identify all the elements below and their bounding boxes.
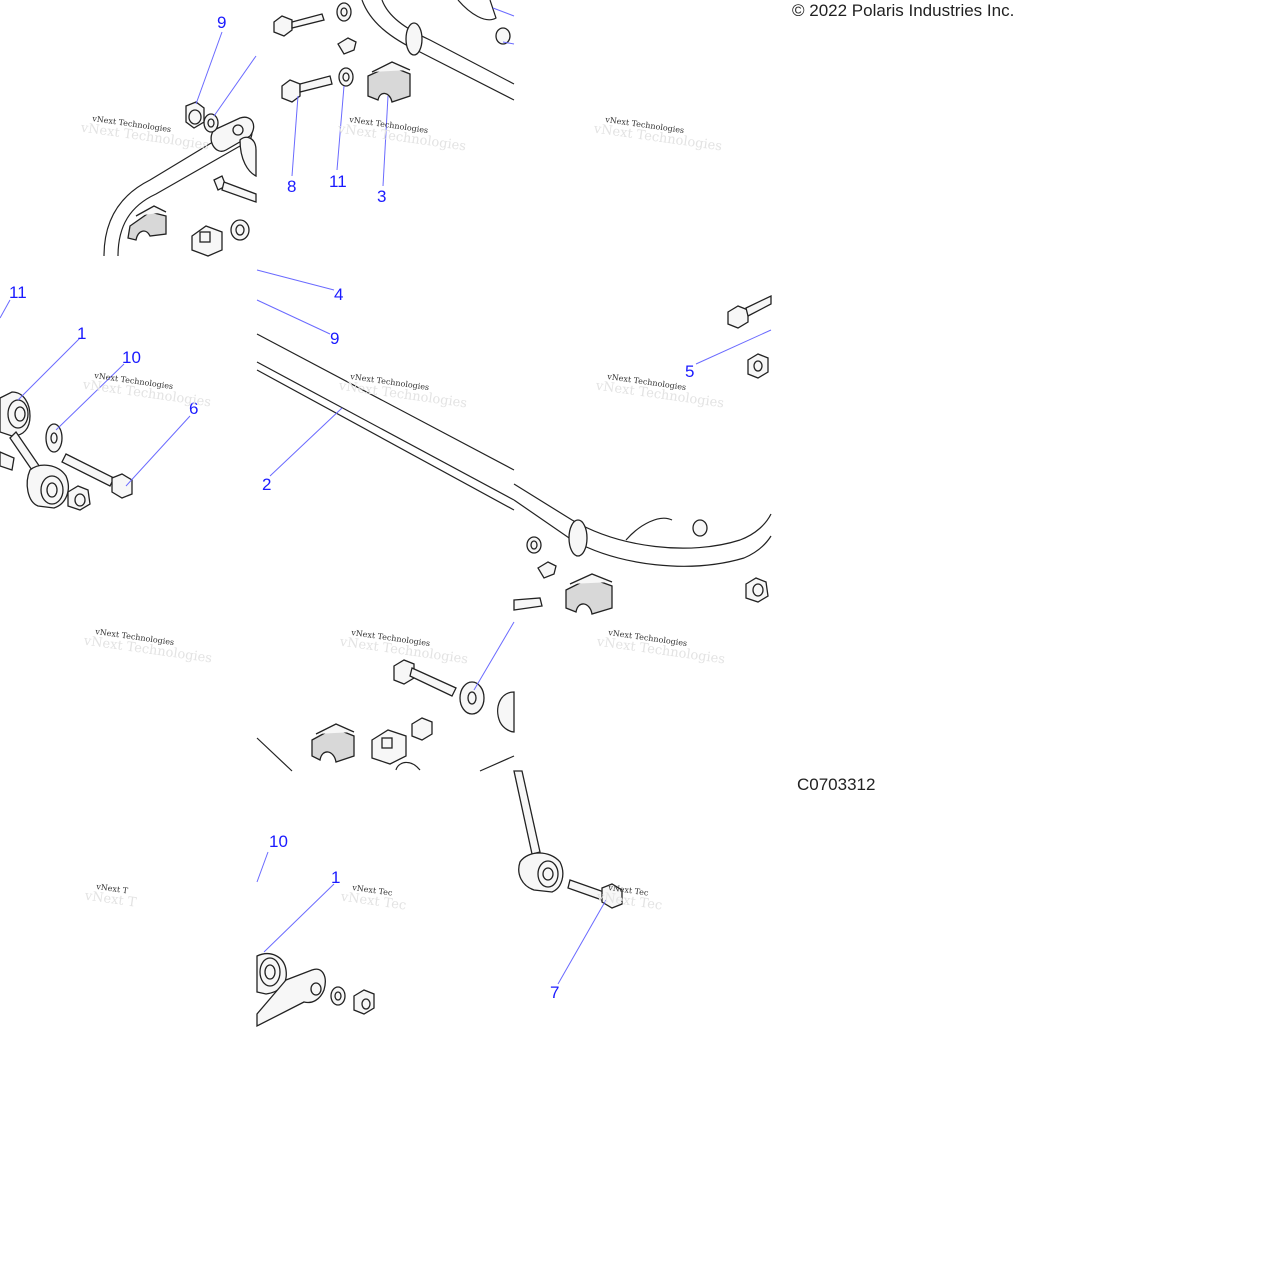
bolt-item-6: [61, 453, 133, 499]
washer-lower-center: [459, 681, 485, 715]
callout-5: 5: [685, 362, 694, 381]
watermarks: vNext Technologies vNext Technologies vN…: [79, 114, 726, 914]
nut-left-mid: [67, 485, 91, 511]
grease-fitting-top: [337, 37, 357, 55]
callout-4: 4: [334, 285, 343, 304]
callout-9-top: 9: [217, 13, 226, 32]
stabilizer-link-item-7: [513, 770, 623, 909]
callout-11-left: 11: [9, 283, 27, 302]
drawing-id: C0703312: [797, 775, 876, 794]
stabilizer-bar-top-right-curve: [361, 0, 515, 101]
arm-lower-center-partial: [497, 691, 515, 733]
copyright-notice: © 2022 Polaris Industries Inc.: [792, 1, 1015, 20]
callout-10-bottom: 10: [269, 832, 288, 851]
callout-9-mid: 9: [330, 329, 339, 348]
callout-8: 8: [287, 177, 296, 196]
callout-11-top: 11: [329, 172, 347, 191]
watermark-ghost: vNext T: [83, 888, 138, 910]
bushing-item-3: [367, 61, 411, 103]
callout-10-left: 10: [122, 348, 141, 367]
callout-2: 2: [262, 475, 271, 494]
bushing-lower-center: [256, 717, 515, 772]
bushing-upper-left: [191, 219, 250, 257]
bolt-item-5: [727, 294, 772, 379]
bolt-item-8: [281, 75, 333, 103]
stabilizer-bar-end-upper-left: [103, 116, 255, 257]
stabilizer-bar-center: [256, 333, 515, 511]
leader-lines: [0, 7, 772, 985]
bolt-upper-left: [213, 175, 257, 203]
stabilizer-link-left: [0, 391, 69, 509]
bolt-lower-center: [393, 659, 457, 697]
callout-6: 6: [189, 399, 198, 418]
washer-top-small: [336, 2, 352, 22]
stabilizer-bar-right-curve: [513, 483, 772, 567]
callout-1-bottom: 1: [331, 868, 340, 887]
parts-artwork: [0, 0, 772, 1028]
washer-item-11-top: [338, 67, 354, 87]
callout-7: 7: [550, 983, 559, 1002]
bushing-clamp-upper-left: [127, 205, 167, 241]
bushing-clamp-lower-center: [311, 723, 355, 763]
nut-upper-left: [185, 101, 205, 129]
washer-item-10-left: [45, 423, 63, 453]
bolt-top-small: [273, 13, 325, 37]
callout-numbers: 9 8 11 3 11 1 10 6 4 9 2 5 10 1 7: [9, 13, 694, 1002]
washer-upper-left: [203, 113, 219, 133]
link-partial-mid-left: [239, 136, 257, 178]
stabilizer-link-lower: [256, 953, 375, 1028]
hardware-center-right: [513, 536, 769, 615]
callout-1-left: 1: [77, 324, 86, 343]
callout-3: 3: [377, 187, 386, 206]
